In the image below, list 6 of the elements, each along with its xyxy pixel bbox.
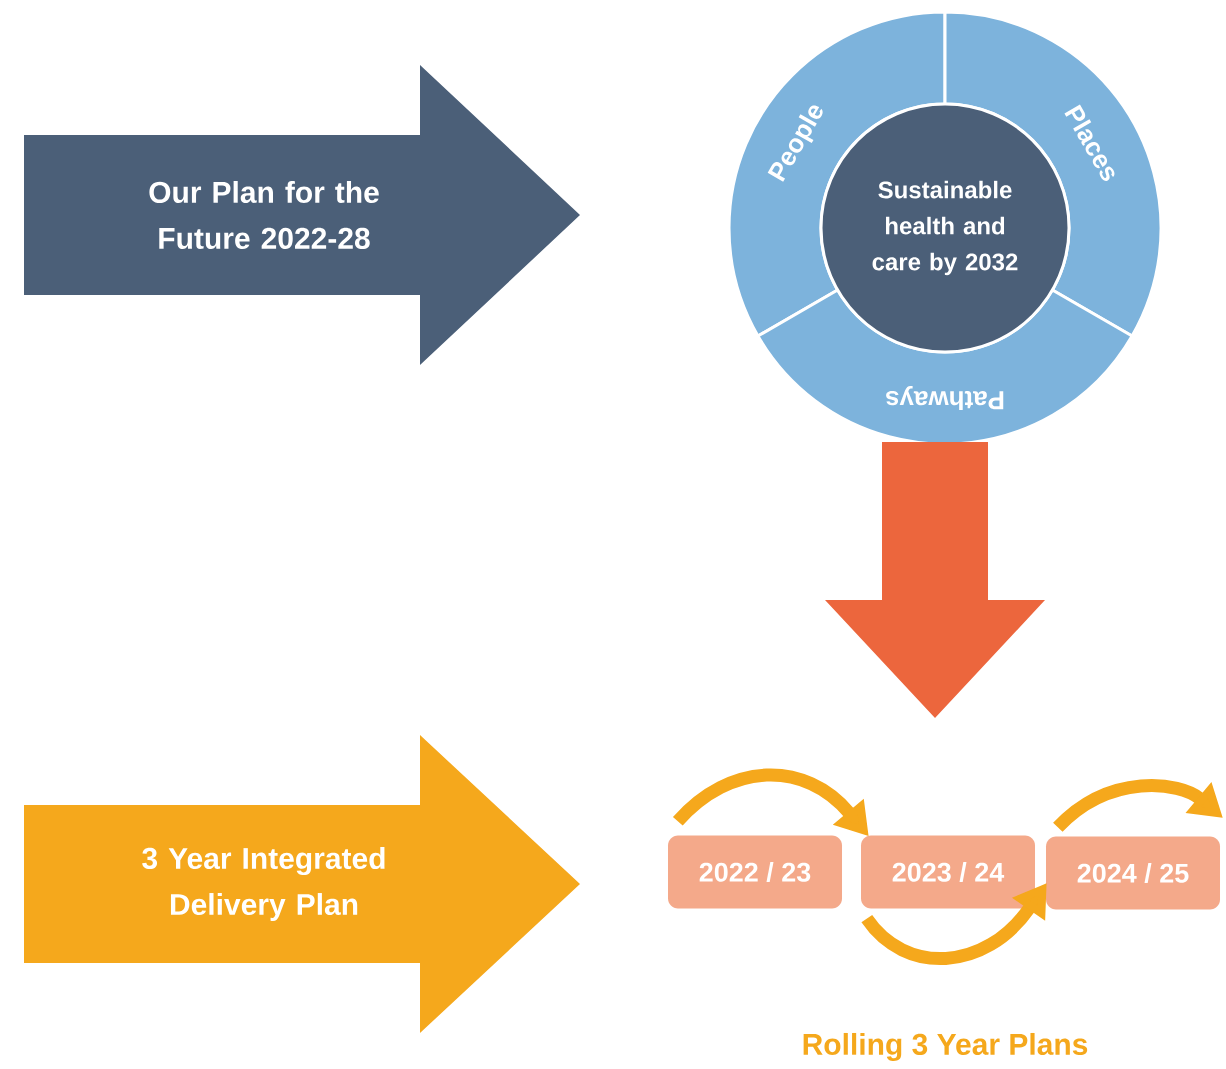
ring-segment: Pathways <box>756 288 1134 446</box>
caption: Rolling 3 Year Plans <box>803 1032 1088 1062</box>
arrow <box>825 442 1045 718</box>
year-box: 2022 / 23 <box>668 835 842 909</box>
year-box: 2023 / 24 <box>861 835 1035 909</box>
year-box: 2024 / 25 <box>1046 836 1220 910</box>
